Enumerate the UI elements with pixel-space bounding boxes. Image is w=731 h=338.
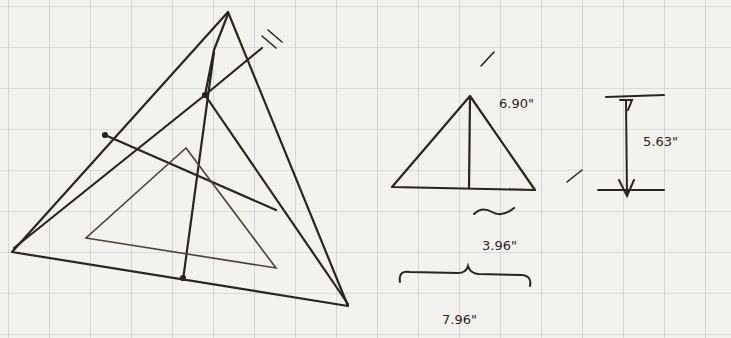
dimension-label: 5.63" <box>641 134 680 149</box>
dimension-label: 3.96" <box>480 238 519 253</box>
dimension-label: 7.96" <box>440 312 479 327</box>
dimension-label: 6.90" <box>497 96 536 111</box>
large-triangle <box>12 12 348 306</box>
small-triangle <box>392 52 582 190</box>
width-braces <box>400 208 531 286</box>
inner-triangle <box>86 148 276 268</box>
